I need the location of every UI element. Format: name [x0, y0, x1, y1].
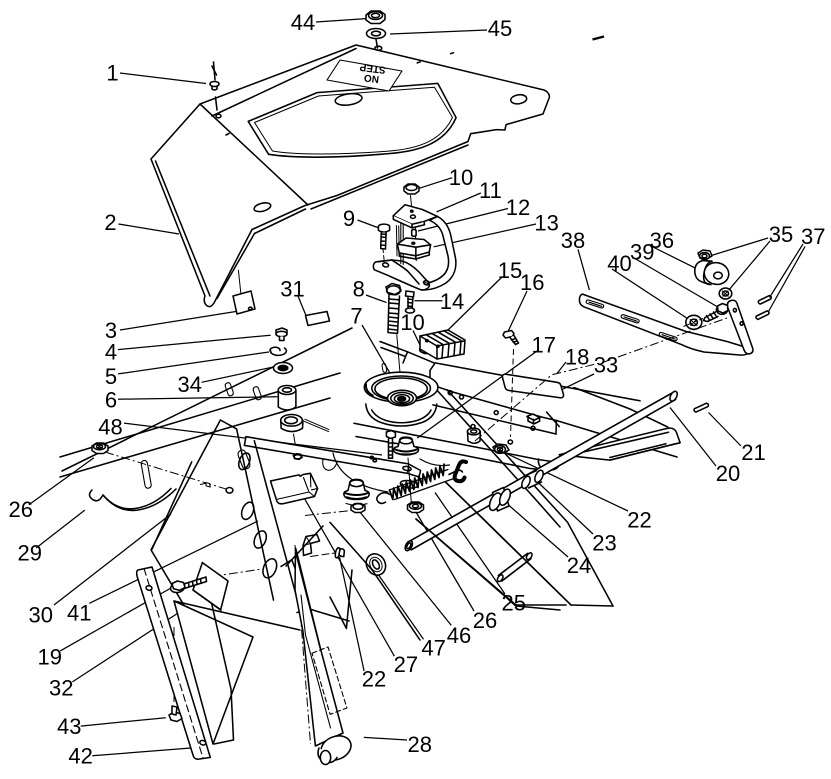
svg-text:40: 40: [607, 251, 631, 276]
svg-text:9: 9: [343, 206, 355, 231]
svg-text:27: 27: [394, 652, 418, 677]
svg-text:10: 10: [400, 310, 424, 335]
svg-text:48: 48: [98, 415, 122, 440]
svg-text:20: 20: [716, 461, 740, 486]
svg-text:36: 36: [650, 228, 674, 253]
svg-text:10: 10: [449, 165, 473, 190]
svg-text:41: 41: [67, 600, 91, 625]
svg-text:30: 30: [28, 603, 52, 628]
svg-text:4: 4: [105, 340, 117, 365]
svg-text:26: 26: [8, 497, 32, 522]
svg-text:26: 26: [473, 608, 497, 633]
svg-text:35: 35: [769, 222, 793, 247]
svg-text:47: 47: [421, 636, 445, 661]
svg-text:13: 13: [534, 210, 558, 235]
svg-text:2: 2: [104, 210, 116, 235]
svg-text:29: 29: [18, 541, 42, 566]
svg-text:45: 45: [488, 16, 512, 41]
svg-text:STEP: STEP: [359, 61, 387, 75]
svg-text:15: 15: [498, 258, 522, 283]
svg-text:44: 44: [291, 10, 315, 35]
svg-text:39: 39: [630, 239, 654, 264]
svg-text:21: 21: [741, 440, 765, 465]
svg-text:17: 17: [532, 333, 556, 358]
svg-text:24: 24: [567, 553, 591, 578]
svg-text:23: 23: [592, 531, 616, 556]
svg-text:1: 1: [106, 61, 118, 86]
svg-text:37: 37: [801, 224, 825, 249]
svg-text:14: 14: [440, 289, 464, 314]
svg-text:42: 42: [68, 744, 92, 769]
svg-text:6: 6: [105, 388, 117, 413]
svg-text:43: 43: [57, 714, 81, 739]
svg-text:8: 8: [353, 277, 365, 302]
svg-text:NO: NO: [363, 72, 379, 85]
svg-text:38: 38: [561, 228, 585, 253]
svg-text:11: 11: [479, 178, 502, 203]
svg-text:22: 22: [627, 508, 651, 533]
svg-text:34: 34: [177, 372, 201, 397]
svg-text:3: 3: [105, 318, 117, 343]
svg-text:16: 16: [520, 270, 544, 295]
svg-text:12: 12: [506, 195, 530, 220]
svg-text:19: 19: [37, 645, 61, 670]
svg-text:7: 7: [350, 304, 362, 329]
svg-text:32: 32: [49, 676, 73, 701]
svg-text:5: 5: [105, 364, 117, 389]
svg-text:33: 33: [594, 353, 618, 378]
svg-text:46: 46: [447, 623, 471, 648]
svg-text:31: 31: [280, 277, 304, 302]
svg-text:28: 28: [408, 732, 432, 757]
svg-text:22: 22: [362, 666, 386, 691]
svg-text:18: 18: [565, 344, 589, 369]
